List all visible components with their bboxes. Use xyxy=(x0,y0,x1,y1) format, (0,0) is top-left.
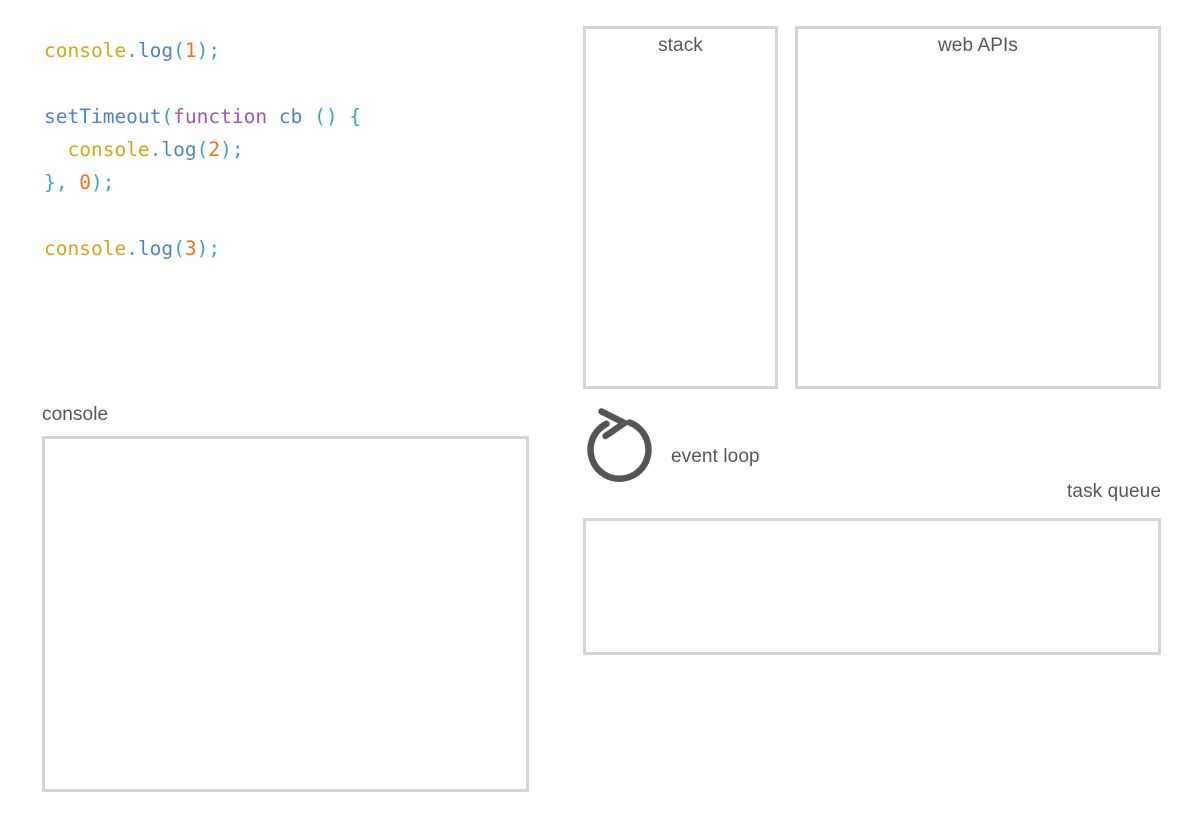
code-token xyxy=(44,138,67,161)
code-line xyxy=(44,67,564,100)
code-token: 1 xyxy=(184,39,197,62)
code-token: ( xyxy=(173,39,185,62)
console-output-box[interactable] xyxy=(42,436,529,792)
code-token xyxy=(302,105,314,128)
code-token: ( xyxy=(196,138,209,161)
code-token: . xyxy=(126,237,138,260)
code-token: ) xyxy=(196,237,209,260)
task-queue-box[interactable] xyxy=(583,518,1161,655)
code-line: }, 0); xyxy=(44,166,564,199)
console-label: console xyxy=(42,404,109,425)
code-token xyxy=(267,105,279,128)
code-token: . xyxy=(126,39,138,62)
web-apis-box[interactable]: web APIs xyxy=(795,26,1161,389)
task-queue-label: task queue xyxy=(1067,481,1161,502)
code-token: ( xyxy=(161,105,174,128)
code-token: ( xyxy=(314,105,326,128)
code-line: console.log(3); xyxy=(44,232,564,265)
code-token: ; xyxy=(208,237,221,260)
code-line: console.log(2); xyxy=(44,133,564,166)
code-token: cb xyxy=(278,105,303,128)
code-token: { xyxy=(349,105,362,128)
code-token: ( xyxy=(173,237,185,260)
call-stack-label: stack xyxy=(658,35,703,56)
code-token: function xyxy=(173,105,268,128)
code-token: . xyxy=(149,138,162,161)
code-line: console.log(1); xyxy=(44,34,564,67)
code-token: 2 xyxy=(208,138,221,161)
code-line xyxy=(44,199,564,232)
code-token: ) xyxy=(325,105,338,128)
code-editor[interactable]: console.log(1); setTimeout(function cb (… xyxy=(44,34,564,265)
event-loop-label: event loop xyxy=(671,446,760,467)
code-token xyxy=(68,171,80,194)
code-token: 0 xyxy=(79,171,91,194)
code-token: } xyxy=(44,171,56,194)
code-token: console xyxy=(44,237,127,260)
code-token xyxy=(338,105,350,128)
circular-arrow-icon xyxy=(581,406,661,502)
web-apis-label: web APIs xyxy=(937,35,1018,56)
code-token: ; xyxy=(231,138,244,161)
code-token: console xyxy=(67,138,150,161)
code-token: log xyxy=(161,138,197,161)
code-token: console xyxy=(44,39,127,62)
code-token: ) xyxy=(91,171,103,194)
code-token: log xyxy=(137,39,174,62)
call-stack-box[interactable]: stack xyxy=(583,26,778,389)
code-token: ) xyxy=(196,39,209,62)
code-token: setTimeout xyxy=(44,105,162,128)
code-token: , xyxy=(55,171,68,194)
code-token: ; xyxy=(208,39,221,62)
code-token: 3 xyxy=(184,237,197,260)
code-token: ; xyxy=(102,171,115,194)
code-line: setTimeout(function cb () { xyxy=(44,100,564,133)
event-loop-group: event loop xyxy=(581,406,911,502)
code-token: ) xyxy=(220,138,232,161)
code-token: log xyxy=(137,237,174,260)
